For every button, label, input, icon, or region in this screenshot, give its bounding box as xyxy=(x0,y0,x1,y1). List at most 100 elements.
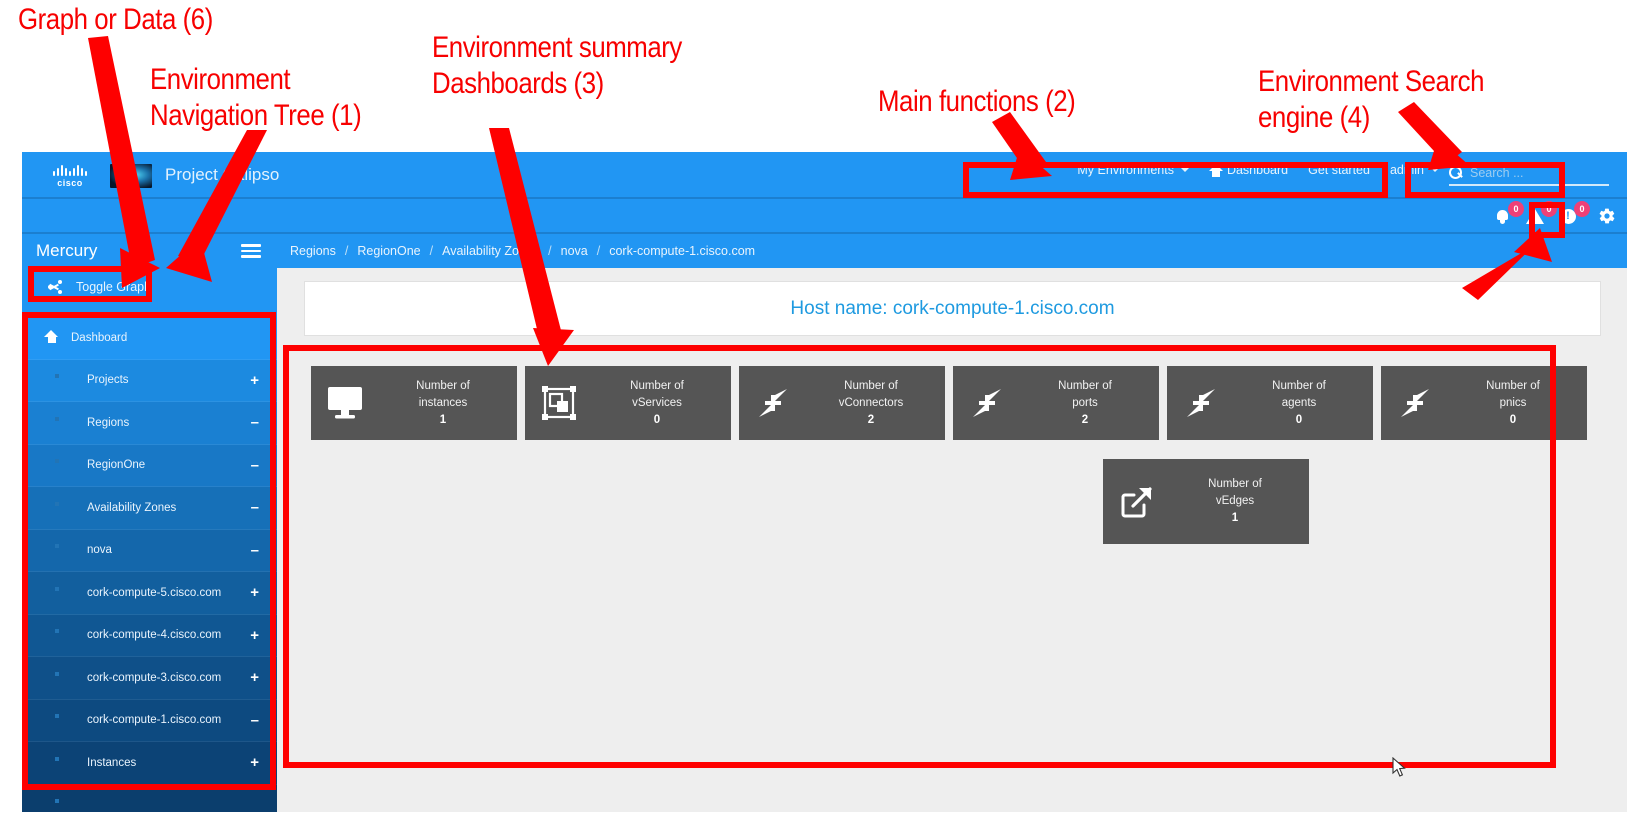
home-icon xyxy=(44,330,57,345)
content-area: Host name: cork-compute-1.cisco.com Numb… xyxy=(277,268,1627,812)
connector-icon xyxy=(967,383,1007,423)
node-icon xyxy=(60,798,73,812)
node-icon xyxy=(60,373,73,388)
breadcrumb-item-nova[interactable]: nova xyxy=(560,244,588,258)
node-icon xyxy=(60,543,73,558)
errors-button[interactable]: 0 xyxy=(1558,201,1590,228)
tile-instances[interactable]: Number of instances 1 xyxy=(311,366,517,440)
annotation-main-functions: Main functions (2) xyxy=(878,85,1076,118)
tile-text: Number of ports 2 xyxy=(1021,378,1149,429)
sidebar-item-availability-zones[interactable]: Availability Zones – xyxy=(22,487,277,530)
tile-text: Number of pnics 0 xyxy=(1449,378,1577,429)
alert-icons-group: 0 0 0 xyxy=(1492,201,1617,228)
status-badge: 0 xyxy=(1508,201,1524,217)
node-icon xyxy=(60,713,73,728)
sidebar-item-regionone[interactable]: RegionOne – xyxy=(22,444,277,487)
nav-link-get-started[interactable]: Get started xyxy=(1308,163,1370,177)
status-badge: 0 xyxy=(1574,201,1590,217)
sidebar-expander[interactable]: + xyxy=(250,584,259,602)
tile-text: Number of vServices 0 xyxy=(593,378,721,429)
sidebar-expander[interactable]: – xyxy=(250,541,259,559)
host-name-card: Host name: cork-compute-1.cisco.com xyxy=(304,281,1601,336)
mouse-cursor xyxy=(1392,757,1406,777)
tile-line1: Number of xyxy=(1486,379,1540,392)
sidebar-item-dashboard[interactable]: Dashboard xyxy=(22,317,277,360)
page-title: Mercury xyxy=(36,241,98,260)
breadcrumb: Regions / RegionOne / Availability Zones… xyxy=(290,234,755,268)
sidebar-item-label: nova xyxy=(87,544,112,557)
hamburger-icon[interactable] xyxy=(241,244,261,258)
node-icon xyxy=(60,415,73,430)
breadcrumb-separator: / xyxy=(429,244,434,258)
tile-line2: ports xyxy=(1072,396,1098,409)
sidebar-item-label: Instances xyxy=(87,756,137,769)
notifications-button[interactable]: 0 xyxy=(1492,201,1524,228)
tile-value: 0 xyxy=(653,413,661,426)
tile-vconnectors[interactable]: Number of vConnectors 2 xyxy=(739,366,945,440)
environment-search xyxy=(1449,163,1615,186)
toggle-graph-button[interactable]: Toggle Graph xyxy=(22,268,277,305)
sidebar-item-cork-compute-3[interactable]: cork-compute-3.cisco.com + xyxy=(22,657,277,700)
chevron-down-icon xyxy=(1431,168,1439,172)
alert-bar: 0 0 0 xyxy=(22,199,1627,234)
sidebar-item-nova[interactable]: nova – xyxy=(22,529,277,572)
nav-link-label: My Environments xyxy=(1077,163,1174,177)
home-icon xyxy=(1208,163,1223,177)
sidebar-item-instances[interactable]: Instances + xyxy=(22,742,277,785)
nav-link-dashboard[interactable]: Dashboard xyxy=(1208,163,1288,177)
chevron-down-icon xyxy=(1180,168,1189,172)
settings-button[interactable] xyxy=(1597,204,1617,228)
breadcrumb-item-regionone[interactable]: RegionOne xyxy=(357,244,421,258)
bell-icon xyxy=(1496,209,1509,224)
warnings-button[interactable]: 0 xyxy=(1525,201,1557,228)
tile-vservices[interactable]: Number of vServices 0 xyxy=(525,366,731,440)
tile-line2: agents xyxy=(1281,396,1317,409)
breadcrumb-item-availability-zones[interactable]: Availability Zones xyxy=(442,244,540,258)
breadcrumb-bar: Mercury Regions / RegionOne / Availabili… xyxy=(22,234,1627,268)
node-icon xyxy=(60,458,73,473)
app-title: Project Calipso xyxy=(165,165,280,184)
node-icon xyxy=(60,500,73,515)
tile-value: 0 xyxy=(1295,413,1303,426)
tile-vedges[interactable]: Number of vEdges 1 xyxy=(1103,459,1309,544)
sidebar-item-cork-compute-5[interactable]: cork-compute-5.cisco.com + xyxy=(22,572,277,615)
sidebar-expander[interactable]: + xyxy=(250,669,259,687)
sidebar-item-regions[interactable]: Regions – xyxy=(22,402,277,445)
nav-link-admin[interactable]: admin xyxy=(1390,163,1439,177)
annotation-search-engine: Environment Search engine (4) xyxy=(1258,65,1485,134)
sidebar-expander[interactable]: + xyxy=(250,754,259,772)
sidebar-expander[interactable]: + xyxy=(250,371,259,389)
tile-text: Number of vEdges 1 xyxy=(1171,476,1299,527)
tile-line2: pnics xyxy=(1499,396,1527,409)
status-badge: 0 xyxy=(1541,201,1557,217)
sidebar-item-cork-compute-1[interactable]: cork-compute-1.cisco.com – xyxy=(22,699,277,742)
tile-value: 0 xyxy=(1509,413,1517,426)
tile-pnics[interactable]: Number of pnics 0 xyxy=(1381,366,1587,440)
sidebar-item-projects[interactable]: Projects + xyxy=(22,359,277,402)
node-icon xyxy=(60,628,73,643)
sidebar-item-cork-compute-4[interactable]: cork-compute-4.cisco.com + xyxy=(22,614,277,657)
tile-ports[interactable]: Number of ports 2 xyxy=(953,366,1159,440)
sidebar-expander[interactable]: – xyxy=(250,499,259,517)
tile-line2: vConnectors xyxy=(838,396,904,409)
sidebar-expander[interactable]: – xyxy=(250,456,259,474)
tile-line1: Number of xyxy=(1208,478,1262,490)
sidebar-expander[interactable]: – xyxy=(250,414,259,432)
breadcrumb-item-host[interactable]: cork-compute-1.cisco.com xyxy=(609,244,756,258)
tile-text: Number of instances 1 xyxy=(379,378,507,429)
search-input[interactable] xyxy=(1468,164,1608,181)
breadcrumb-item-regions[interactable]: Regions xyxy=(290,244,336,258)
nav-link-my-environments[interactable]: My Environments xyxy=(1077,163,1189,177)
sidebar-expander[interactable]: – xyxy=(250,711,259,729)
annotation-dashboards: Environment summary Dashboards (3) xyxy=(432,31,682,100)
sidebar-spacer xyxy=(22,305,277,317)
nav-link-label: Get started xyxy=(1308,163,1370,177)
tile-agents[interactable]: Number of agents 0 xyxy=(1167,366,1373,440)
tile-line2: vEdges xyxy=(1215,495,1255,507)
main-functions-menu: My Environments Dashboard Get started ad… xyxy=(1077,163,1439,177)
external-link-icon xyxy=(1117,482,1157,522)
sidebar-expander[interactable]: + xyxy=(250,626,259,644)
sidebar-item-partial[interactable] xyxy=(22,784,277,812)
tile-value: 1 xyxy=(1231,512,1239,524)
tile-line1: Number of xyxy=(1272,379,1326,392)
